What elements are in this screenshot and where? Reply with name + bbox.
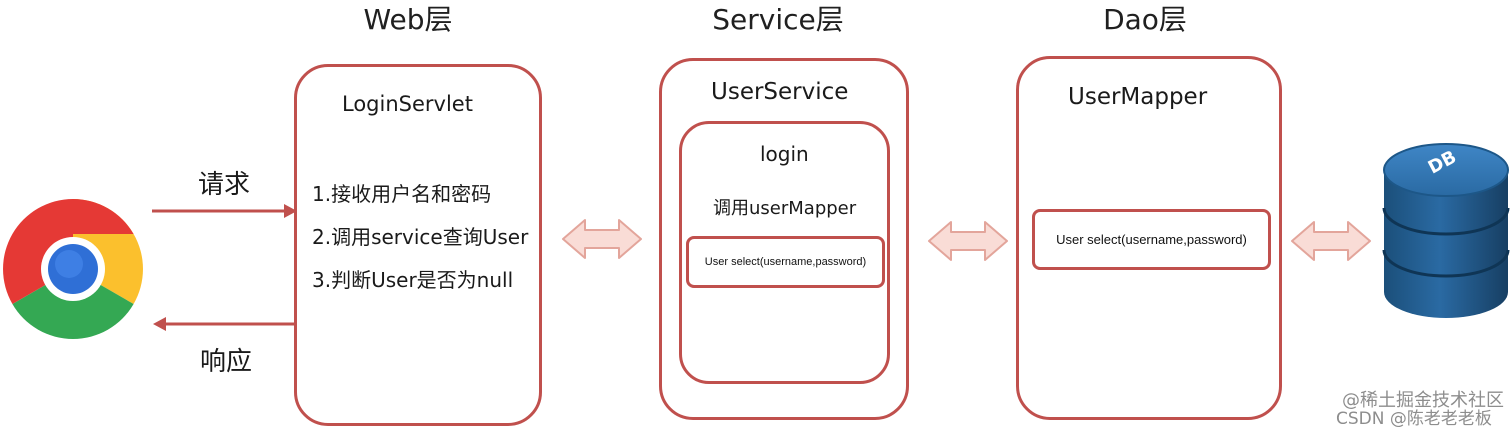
service-select-signature: User select(username,password) (686, 236, 885, 288)
login-method-label: login (760, 142, 809, 166)
dao-select-signature: User select(username,password) (1032, 209, 1271, 270)
web-step-1: 1.接收用户名和密码 (312, 182, 492, 206)
service-dao-double-arrow (928, 221, 1008, 261)
dao-db-double-arrow (1291, 221, 1371, 261)
web-step-3: 3.判断User是否为null (312, 268, 514, 292)
user-service-title: UserService (711, 79, 849, 105)
response-arrow (153, 317, 296, 331)
juejin-watermark: @稀土掘金技术社区 (1342, 390, 1504, 411)
database-cylinder-icon (1382, 143, 1510, 318)
web-service-double-arrow (562, 219, 642, 259)
user-mapper-title: UserMapper (1068, 84, 1208, 110)
web-layer-title: Web层 (363, 3, 453, 36)
dao-layer-title: Dao层 (1103, 3, 1187, 36)
csdn-watermark: CSDN @陈老老老板 (1336, 409, 1492, 429)
request-label: 请求 (198, 170, 251, 200)
response-label: 响应 (200, 347, 253, 377)
web-layer-box (294, 64, 542, 426)
login-servlet-title: LoginServlet (342, 92, 473, 116)
chrome-browser-icon (3, 199, 143, 339)
call-user-mapper-label: 调用userMapper (713, 198, 857, 219)
service-layer-title: Service层 (712, 3, 844, 36)
request-arrow (152, 204, 297, 218)
web-step-2: 2.调用service查询User (312, 225, 529, 249)
